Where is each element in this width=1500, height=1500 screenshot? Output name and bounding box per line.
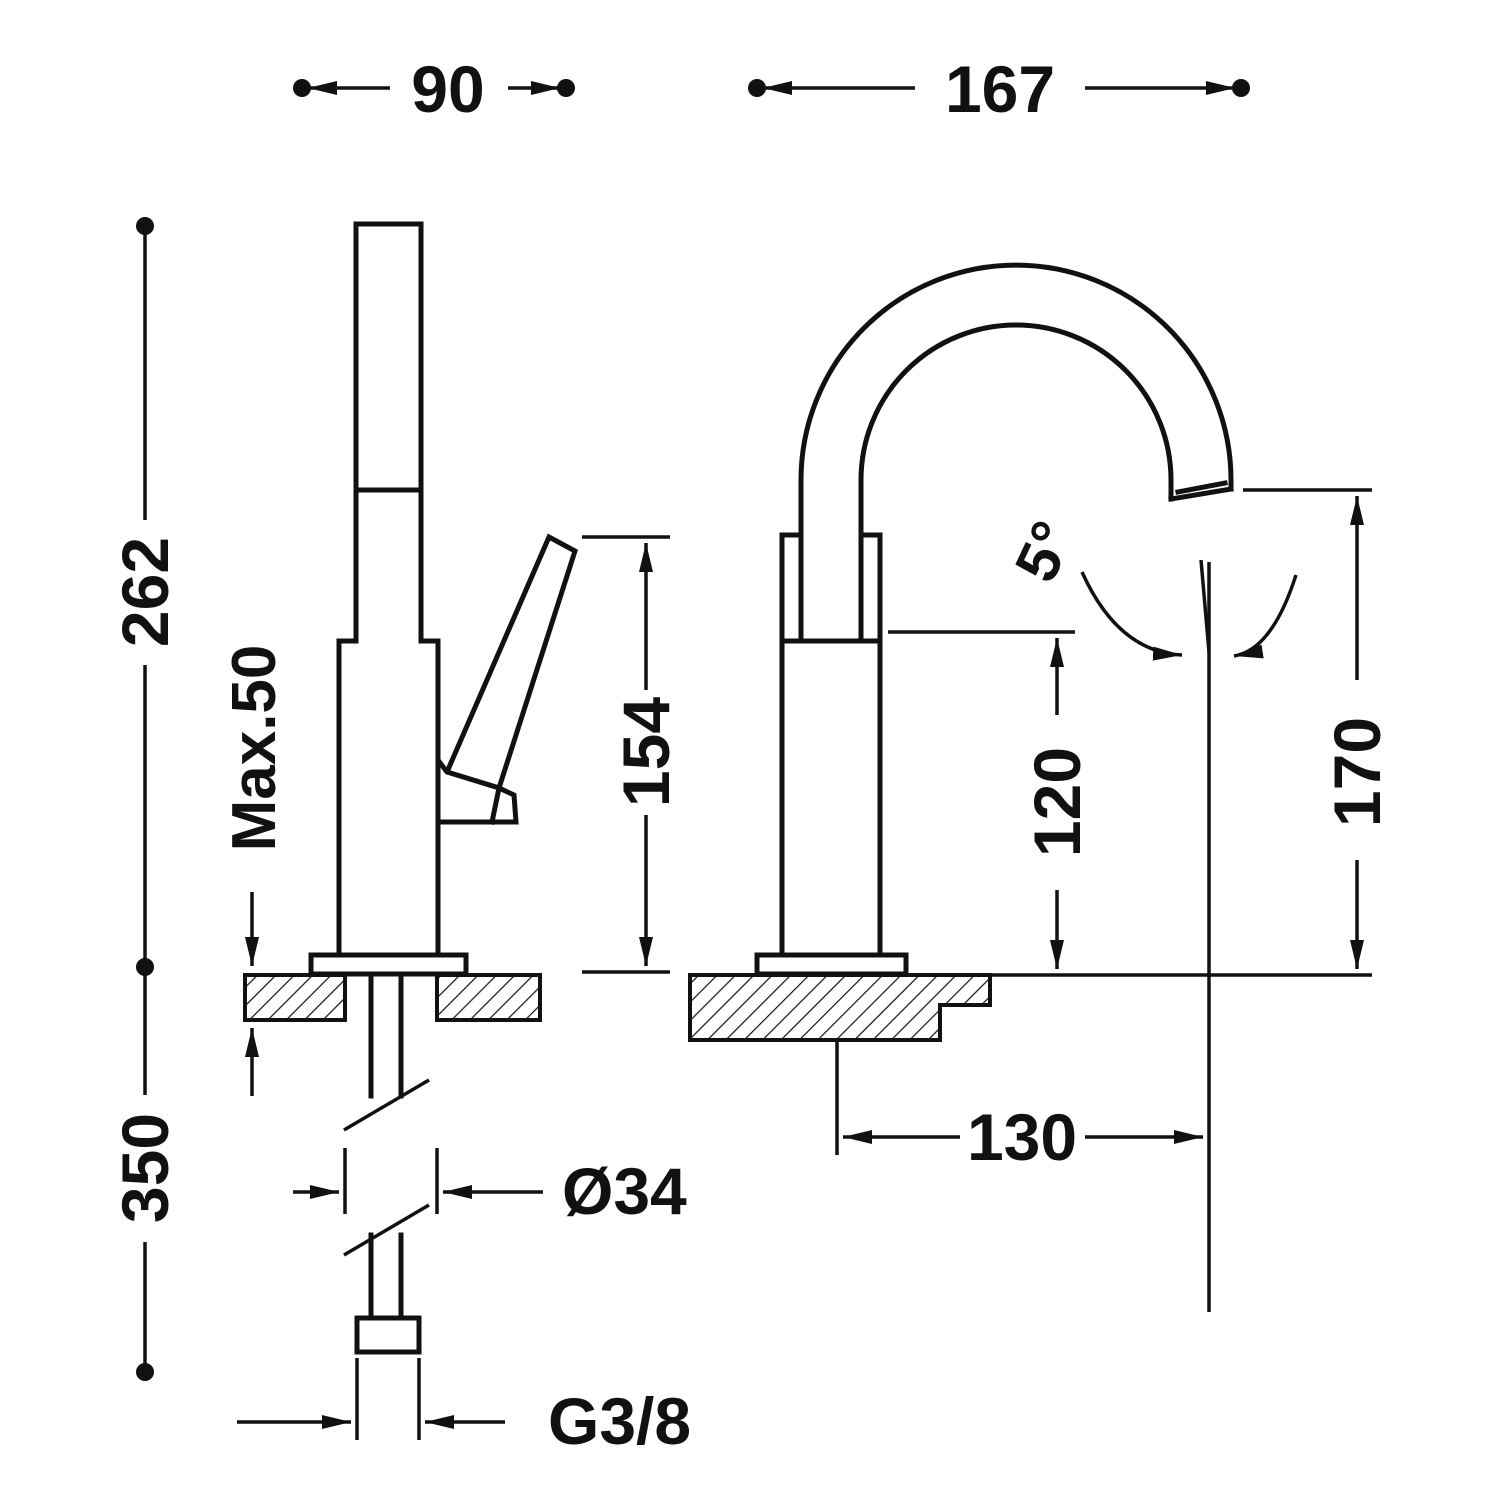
- label-5deg: 5°: [1002, 511, 1087, 591]
- label-120: 120: [1020, 747, 1094, 857]
- front-view: [754, 262, 1234, 977]
- dim-o34: Ø34: [293, 1148, 687, 1228]
- dim-130: 130: [835, 1042, 1203, 1174]
- label-167: 167: [945, 52, 1055, 126]
- hose-connector: [354, 1315, 422, 1355]
- label-262: 262: [108, 537, 182, 647]
- label-90: 90: [411, 52, 484, 126]
- side-view: [308, 221, 579, 977]
- deck-front: [688, 973, 992, 1042]
- supply-hose: [343, 971, 430, 1355]
- dim-170: 170: [990, 488, 1394, 977]
- label-o34: Ø34: [562, 1154, 687, 1228]
- dim-154: 154: [582, 535, 683, 974]
- label-max50: Max.50: [220, 645, 289, 852]
- label-350: 350: [108, 1113, 182, 1223]
- dim-max50: Max.50: [220, 645, 289, 1096]
- deck-side: [243, 973, 542, 1022]
- label-130: 130: [967, 1100, 1077, 1174]
- dim-262: 262: [108, 217, 182, 976]
- handle-lever: [435, 533, 579, 825]
- label-154: 154: [609, 697, 683, 807]
- label-g38: G3/8: [548, 1384, 691, 1458]
- dim-167: 167: [748, 52, 1250, 126]
- label-170: 170: [1320, 717, 1394, 827]
- dim-90: 90: [293, 52, 575, 126]
- dim-120: 120: [888, 630, 1094, 969]
- dim-g38: G3/8: [237, 1358, 691, 1458]
- dim-350: 350: [108, 967, 182, 1381]
